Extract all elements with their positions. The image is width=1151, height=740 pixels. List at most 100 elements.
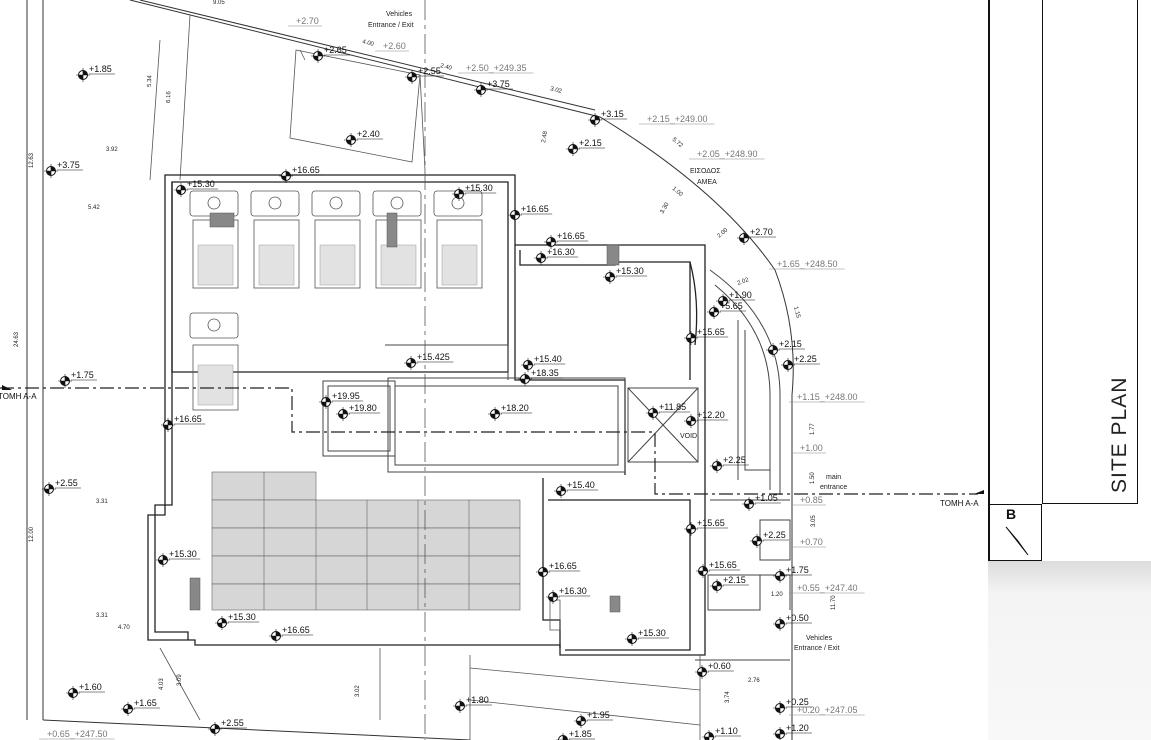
level-label: +2.70 xyxy=(750,227,773,237)
level-benchmark-icon xyxy=(488,407,502,421)
level-benchmark-icon xyxy=(452,187,466,201)
level-marker: +2.25 xyxy=(710,455,749,473)
level-marker: +0.25 xyxy=(773,697,812,715)
ground-level-label: +0.20_+247.05 xyxy=(797,705,858,715)
level-label: +19.80 xyxy=(349,403,377,413)
level-benchmark-icon xyxy=(773,727,787,740)
dimension-label: 3.74 xyxy=(725,691,731,703)
dimension-label: 3.02 xyxy=(549,86,562,95)
dimension-label: 24.63 xyxy=(14,331,20,347)
level-label: +11.85 xyxy=(659,402,686,412)
north-letter: B xyxy=(1006,506,1017,522)
level-label: +1.10 xyxy=(715,726,738,736)
level-benchmark-icon xyxy=(474,83,488,97)
level-label: +16.65 xyxy=(549,561,577,571)
ground-level-note: +2.50_+249.35 xyxy=(458,63,534,74)
level-marker: +15.30 xyxy=(215,612,260,630)
level-marker: +1.65 xyxy=(121,698,160,716)
level-label: +18.35 xyxy=(531,368,559,378)
dimension-label: 9.05 xyxy=(213,0,225,6)
level-marker: +16.65 xyxy=(544,231,589,249)
drawing-note: Vehicles xyxy=(806,635,833,642)
level-label: +15.425 xyxy=(417,352,450,362)
level-marker: +15.30 xyxy=(156,549,201,567)
level-label: +2.15 xyxy=(579,138,602,148)
level-label: +1.20 xyxy=(786,723,809,733)
ground-level-label: +0.55_+247.40 xyxy=(797,583,858,593)
dimension-label: 4.03 xyxy=(159,678,165,690)
dimension-label: 2.02 xyxy=(737,277,751,287)
dimension-label: 12.00 xyxy=(29,526,35,542)
level-benchmark-icon xyxy=(319,395,333,409)
drawing-note: main xyxy=(826,474,841,481)
section-label-left: ΤΟΜΗ Α-Α xyxy=(0,392,37,401)
dimension-label: 4.70 xyxy=(118,625,130,631)
level-marker: +2.55 xyxy=(208,718,247,736)
level-label: +15.30 xyxy=(228,612,256,622)
level-label: +2.55 xyxy=(55,478,78,488)
level-marker: +15.65 xyxy=(696,560,741,578)
level-label: +16.30 xyxy=(547,247,575,257)
level-label: +1.60 xyxy=(79,682,102,692)
level-marker: +1.90 xyxy=(716,290,755,308)
level-benchmark-icon xyxy=(121,702,135,716)
level-benchmark-icon xyxy=(556,733,570,740)
dimension-label: 12.63 xyxy=(29,152,35,168)
level-label: +16.65 xyxy=(557,231,585,241)
level-benchmark-icon xyxy=(42,482,56,496)
ground-level-label: +2.70 xyxy=(296,16,319,26)
level-marker: +1.10 xyxy=(702,726,741,740)
level-benchmark-icon xyxy=(737,231,751,245)
level-label: +0.25 xyxy=(786,697,809,707)
level-benchmark-icon xyxy=(646,406,660,420)
level-label: +1.05 xyxy=(755,493,778,503)
level-label: +15.40 xyxy=(534,354,562,364)
level-label: +16.65 xyxy=(174,414,202,424)
level-marker: +2.55 xyxy=(42,478,81,496)
ground-level-note: +0.20_+247.05 xyxy=(789,705,865,716)
north-arrow-box xyxy=(988,504,1042,561)
level-marker: +3.75 xyxy=(44,160,83,178)
dimension-label: 3.02 xyxy=(355,685,361,697)
dimension-label: 11.70 xyxy=(831,595,837,610)
level-benchmark-icon xyxy=(518,372,532,386)
drawing-note: Vehicles xyxy=(386,11,413,18)
level-marker: +15.425 xyxy=(404,352,454,370)
level-label: +0.50 xyxy=(786,613,809,623)
dimension-label: 1.15 xyxy=(792,306,801,319)
dimension-label: 5.34 xyxy=(147,75,153,88)
level-label: +15.30 xyxy=(616,266,644,276)
level-marker: +2.15 xyxy=(710,575,749,593)
dimension-label: 2.00 xyxy=(716,227,729,240)
title-block-frame xyxy=(1042,0,1138,504)
dimension-label: 5.72 xyxy=(671,137,684,150)
dimension-label: 2.76 xyxy=(748,678,760,684)
level-marker: +0.50 xyxy=(773,613,812,631)
level-marker: +15.30 xyxy=(452,183,497,201)
level-label: +18.20 xyxy=(501,403,529,413)
rooftop-equipment xyxy=(189,190,483,339)
level-label: +15.65 xyxy=(697,327,725,337)
level-label: +1.65 xyxy=(134,698,157,708)
level-label: +2.55 xyxy=(418,66,441,76)
level-benchmark-icon xyxy=(336,407,350,421)
level-benchmark-icon xyxy=(603,270,617,284)
lower-site-elements xyxy=(159,599,701,740)
building-outline xyxy=(147,174,706,656)
drawing-note: Entrance / Exit xyxy=(368,22,414,29)
section-arrows xyxy=(2,385,984,494)
level-marker: +15.30 xyxy=(174,179,219,197)
level-marker: +5.65 xyxy=(707,301,746,319)
level-benchmark-icon xyxy=(269,629,283,643)
level-label: +15.65 xyxy=(709,560,737,570)
ground-level-note: +2.15_+249.00 xyxy=(639,114,715,125)
dimension-label: 3.92 xyxy=(106,147,118,153)
level-benchmark-icon xyxy=(781,358,795,372)
level-label: +1.80 xyxy=(466,695,489,705)
level-label: +2.25 xyxy=(794,354,817,364)
level-benchmark-icon xyxy=(161,418,175,432)
ground-level-note: +2.05_+248.90 xyxy=(689,149,765,160)
level-marker: +2.25 xyxy=(750,530,789,548)
ground-level-label: +0.65_+247.50 xyxy=(47,729,108,739)
level-label: +1.75 xyxy=(786,565,809,575)
